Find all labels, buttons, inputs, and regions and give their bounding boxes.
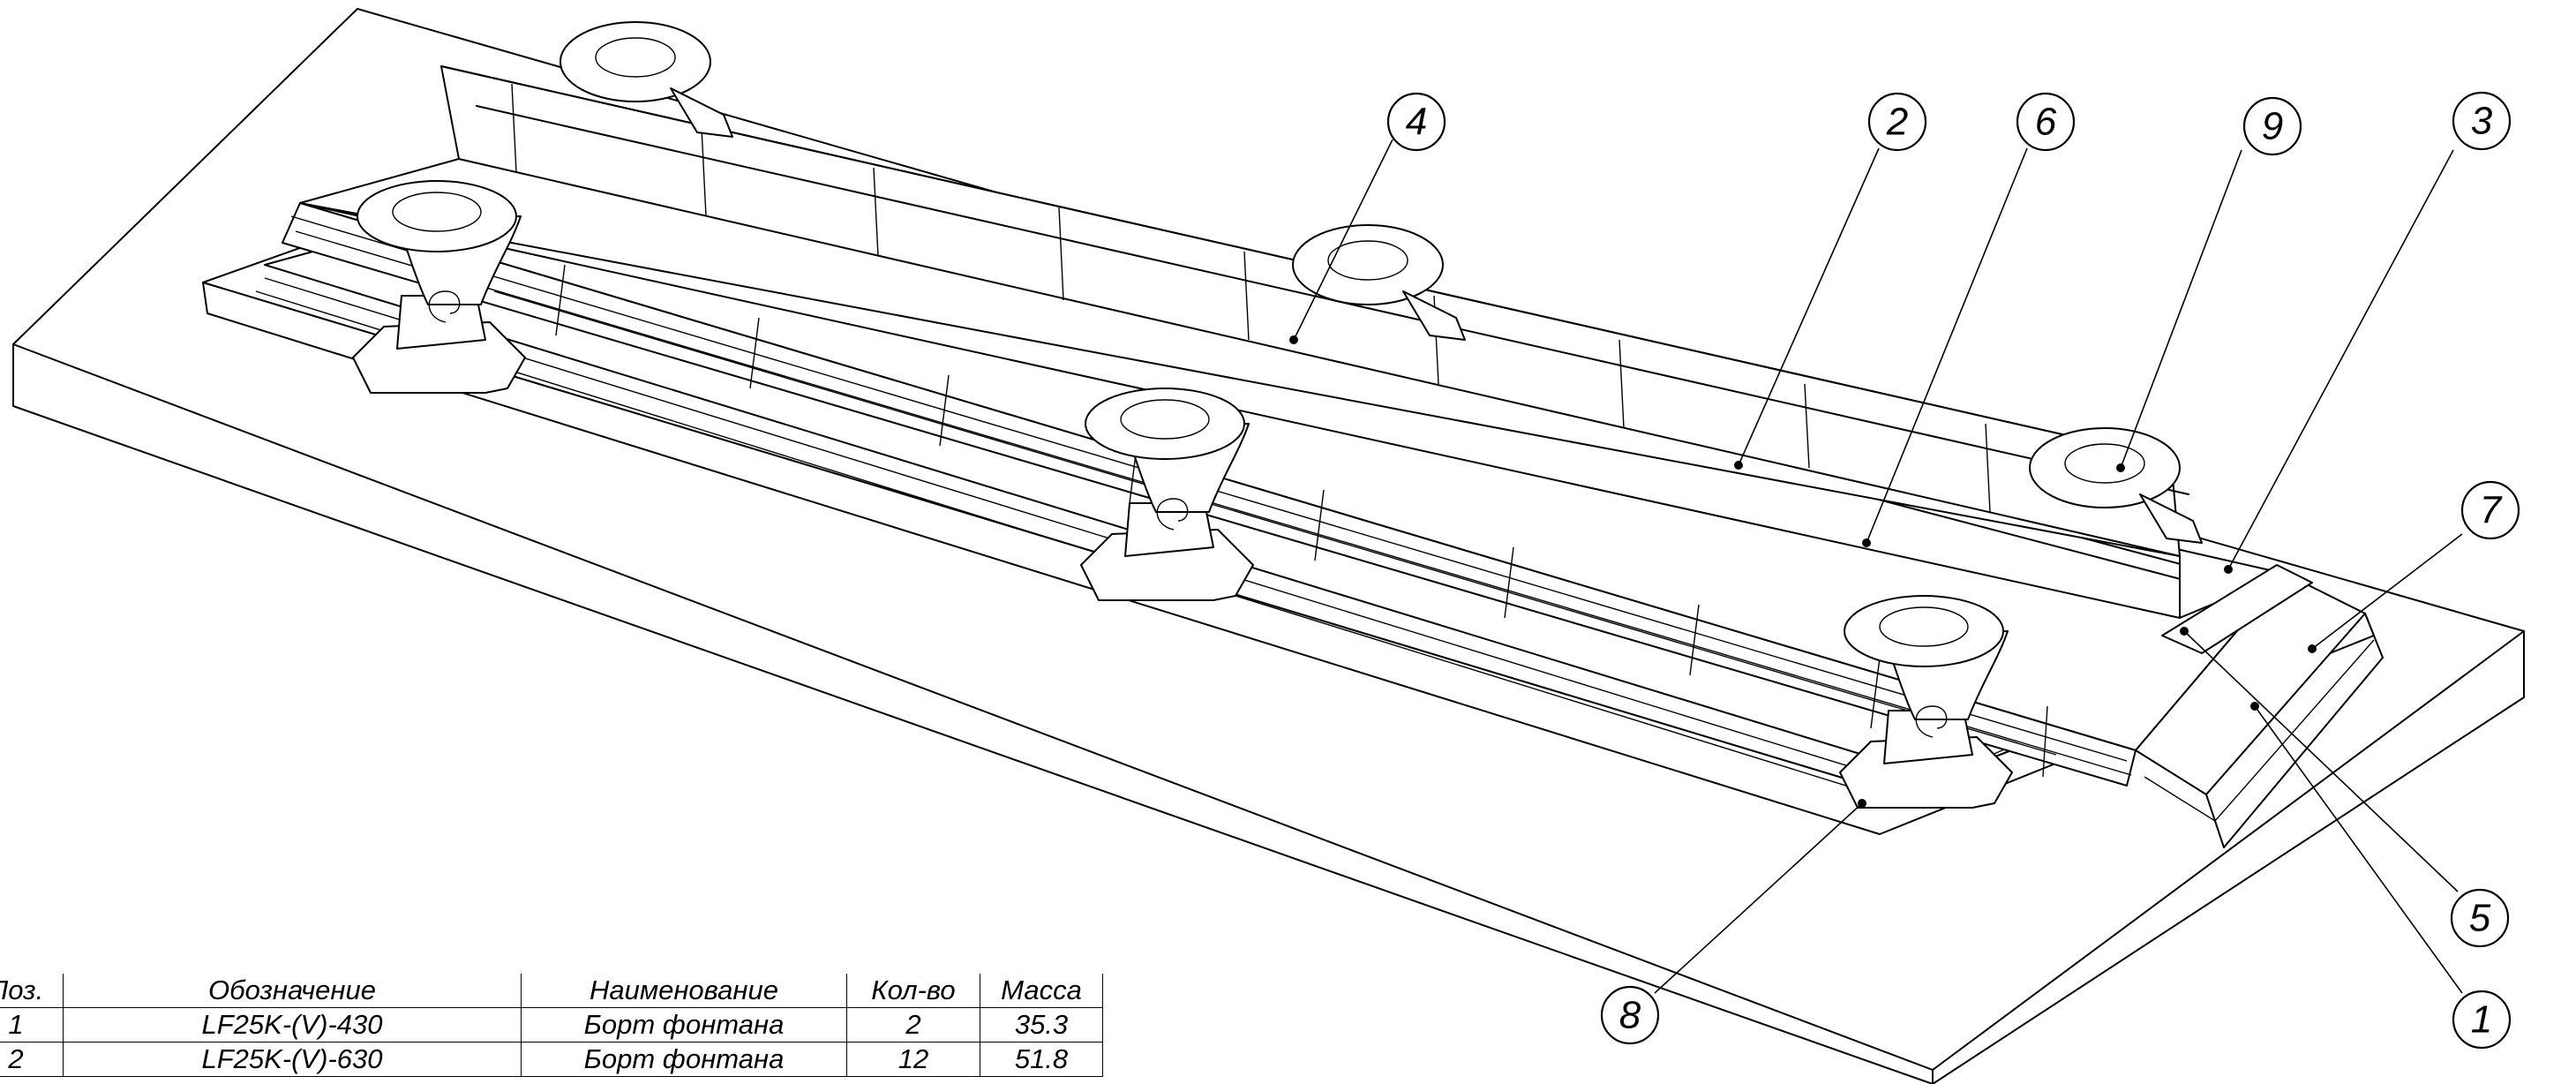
vase-back-left	[560, 21, 733, 138]
spec-cell-mass: 35.3	[980, 1007, 1103, 1043]
callout-6-number: 6	[2035, 101, 2057, 144]
leader-lines	[1289, 139, 2463, 994]
spec-cell-name: Борт фонтана	[521, 1007, 847, 1043]
basin-back-wall	[299, 65, 2287, 619]
callout-3-number: 3	[2471, 100, 2493, 143]
callout-4-number: 4	[1406, 101, 1427, 144]
callout-6: 6	[2016, 92, 2076, 152]
spec-header-qty: Кол-во	[846, 974, 980, 1008]
callout-8-number: 8	[1619, 994, 1641, 1037]
vase-front-left	[352, 180, 526, 394]
spec-header-row: Поз. Обозначение Наименование Кол-во Мас…	[0, 974, 1103, 1008]
callout-2-number: 2	[1886, 101, 1908, 144]
vase-back-right	[2029, 427, 2203, 544]
spec-cell-name: Борт фонтана	[521, 1042, 847, 1077]
vase-back-middle	[1292, 224, 1466, 341]
spec-cell-designation: LF25K-(V)-430	[63, 1007, 522, 1043]
spec-cell-pos: 1	[0, 1007, 64, 1043]
spec-cell-mass: 51.8	[980, 1042, 1103, 1077]
callout-8: 8	[1600, 985, 1660, 1045]
callout-5-number: 5	[2469, 897, 2491, 940]
specification-table: Поз. Обозначение Наименование Кол-во Мас…	[0, 974, 1103, 1077]
basin-end-cap	[2135, 564, 2384, 848]
spec-cell-designation: LF25K-(V)-630	[63, 1042, 522, 1077]
spec-cell-qty: 12	[846, 1042, 980, 1077]
vase-front-right	[1839, 595, 2013, 809]
callout-9-number: 9	[2262, 105, 2283, 148]
spec-cell-pos: 2	[0, 1042, 64, 1077]
callout-1: 1	[2452, 990, 2512, 1050]
callout-3: 3	[2452, 91, 2512, 151]
callout-4: 4	[1386, 92, 1446, 152]
spec-header-designation: Обозначение	[63, 974, 522, 1008]
callout-1-number: 1	[2471, 998, 2492, 1042]
callout-9: 9	[2242, 96, 2302, 156]
table-row: 2 LF25K-(V)-630 Борт фонтана 12 51.8	[0, 1042, 1103, 1077]
table-row: 1 LF25K-(V)-430 Борт фонтана 2 35.3	[0, 1007, 1103, 1043]
spec-header-pos: Поз.	[0, 974, 64, 1008]
spec-header-name: Наименование	[521, 974, 847, 1008]
callout-7-number: 7	[2480, 489, 2503, 532]
spec-header-mass: Масса	[980, 974, 1103, 1008]
callout-5: 5	[2450, 888, 2510, 948]
callout-7: 7	[2460, 480, 2520, 540]
rim-block-joints	[555, 264, 2048, 778]
vase-front-middle	[1080, 388, 1254, 601]
callout-2: 2	[1867, 92, 1927, 152]
spec-cell-qty: 2	[846, 1007, 980, 1043]
